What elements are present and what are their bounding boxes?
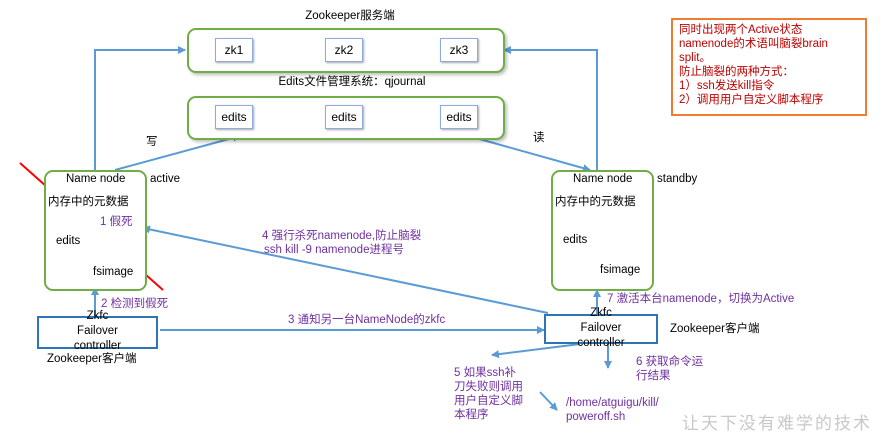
left-zkfc-box bbox=[37, 316, 158, 349]
journal-box: edits edits edits bbox=[187, 96, 505, 140]
step-3-label: 3 通知另一台NameNode的zkfc bbox=[288, 314, 446, 326]
zk-cluster-title: Zookeeper服务端 bbox=[305, 10, 395, 22]
note-line-3: split。 bbox=[679, 52, 711, 64]
left-zk-client-label: Zookeeper客户端 bbox=[47, 353, 137, 365]
active-to-zk-connector bbox=[94, 46, 186, 170]
right-zkfc-label: Zkfc Failover controller bbox=[544, 306, 658, 350]
step-6-line-2: 行结果 bbox=[636, 370, 671, 382]
step-5-line-3: 用户自定义脚 bbox=[454, 395, 523, 407]
zk-node-2: zk2 bbox=[325, 38, 363, 62]
standby-namenode-box bbox=[551, 170, 654, 291]
left-zkfc-line-1: Zkfc bbox=[86, 310, 109, 322]
journal-edits-1: edits bbox=[215, 105, 253, 129]
note-line-5: 1）ssh发送kill指令 bbox=[679, 80, 775, 92]
watermark: 让天下没有难学的技术 bbox=[682, 414, 872, 434]
note-line-1: 同时出现两个Active状态 bbox=[679, 24, 803, 36]
read-label: 读 bbox=[533, 132, 545, 144]
step-7-label: 7 激活本台namenode，切换为Active bbox=[607, 293, 795, 305]
script-arrow bbox=[539, 391, 558, 411]
step-4-line-1: 4 强行杀死namenode,防止脑裂 bbox=[262, 230, 422, 242]
standby-metadata-label: 内存中的元数据 bbox=[555, 196, 636, 208]
right-zkfc-line-2: Failover bbox=[580, 322, 622, 334]
step-5-label: 5 如果ssh补 刀失败则调用 用户自定义脚 本程序 bbox=[454, 366, 523, 422]
journal-edits-3: edits bbox=[440, 105, 478, 129]
active-state-label: active bbox=[150, 173, 181, 185]
write-label: 写 bbox=[146, 136, 158, 148]
standby-fsimage-label: fsimage bbox=[600, 264, 641, 276]
zk-cluster-box: zk1 zk2 zk3 bbox=[187, 28, 505, 73]
right-zk-client-label: Zookeeper客户端 bbox=[670, 323, 760, 335]
journal-title: Edits文件管理系统：qjournal bbox=[278, 76, 426, 88]
fake-death-label: 1 假死 bbox=[100, 216, 133, 228]
active-edits-label: edits bbox=[56, 235, 81, 247]
write-arrow bbox=[114, 133, 241, 171]
step-5-line-4: 本程序 bbox=[454, 409, 489, 421]
script-path-line-1: /home/atguigu/kill/ bbox=[566, 397, 659, 409]
zk-node-1: zk1 bbox=[215, 38, 253, 62]
step-6-label: 6 获取命令运 行结果 bbox=[636, 355, 703, 383]
left-zkfc-label: Zkfc Failover controller bbox=[37, 309, 158, 353]
standby-namenode-title: Name node bbox=[573, 173, 633, 185]
standby-edits-label: edits bbox=[563, 234, 588, 246]
right-zkfc-line-1: Zkfc bbox=[590, 307, 612, 319]
script-path-line-2: poweroff.sh bbox=[566, 411, 626, 423]
step-4-line-2: ssh kill -9 namenode进程号 bbox=[264, 244, 404, 256]
zk-node-3: zk3 bbox=[440, 38, 478, 62]
active-namenode-title: Name node bbox=[66, 173, 126, 185]
note-line-2: namenode的术语叫脑裂brain bbox=[679, 38, 828, 50]
active-namenode-box bbox=[44, 170, 147, 291]
step-2-label: 2 检测到假死 bbox=[101, 298, 169, 310]
right-zkfc-line-3: controller bbox=[577, 337, 625, 349]
step-5-line-1: 5 如果ssh补 bbox=[454, 367, 516, 379]
left-zkfc-line-2: Failover bbox=[77, 325, 118, 337]
note-line-6: 2）调用用户自定义脚本程序 bbox=[679, 94, 824, 106]
journal-edits-2: edits bbox=[325, 105, 363, 129]
note-line-4: 防止脑裂的两种方式： bbox=[679, 66, 794, 78]
brain-split-note: 同时出现两个Active状态 namenode的术语叫脑裂brain split… bbox=[671, 18, 867, 116]
step-5-line-2: 刀失败则调用 bbox=[454, 381, 523, 393]
fallback-arrow bbox=[491, 343, 581, 359]
active-metadata-label: 内存中的元数据 bbox=[48, 196, 129, 208]
script-path-label: /home/atguigu/kill/ poweroff.sh bbox=[566, 396, 659, 424]
standby-to-zk-connector bbox=[503, 46, 598, 170]
left-zkfc-line-3: controller bbox=[73, 340, 122, 352]
active-fsimage-label: fsimage bbox=[93, 266, 134, 278]
standby-state-label: standby bbox=[657, 173, 698, 185]
step-6-line-1: 6 获取命令运 bbox=[636, 356, 704, 368]
kill-arrow bbox=[142, 225, 549, 314]
right-zkfc-box bbox=[544, 314, 658, 344]
